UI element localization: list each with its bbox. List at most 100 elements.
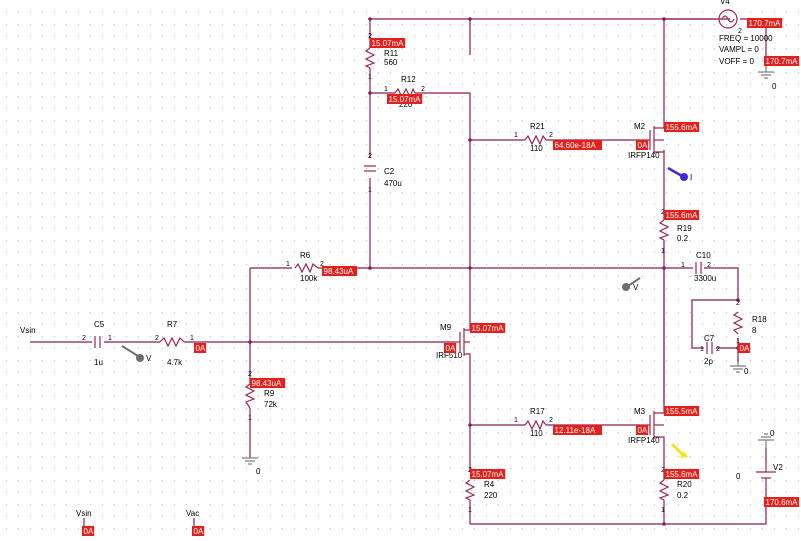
current-tag-box: [470, 323, 506, 333]
pin-number: 2: [736, 300, 740, 307]
probe-voltage-input[interactable]: V: [121, 345, 152, 363]
wire-c10-r18: [704, 267, 739, 300]
resistor-r7: [159, 336, 185, 348]
ground-symbols: [242, 60, 774, 465]
current-tag-box: [250, 378, 286, 388]
m3-name: M3: [634, 407, 646, 416]
pin-number: 2: [661, 209, 665, 216]
r21-value: 110: [530, 144, 543, 153]
current-tag-box: [444, 343, 457, 353]
current-tag-box: [553, 140, 602, 150]
r9-value: 72k: [264, 400, 278, 409]
r20-value: 0.2: [677, 491, 689, 500]
components: [94, 9, 776, 501]
c5-name: C5: [94, 320, 105, 329]
resistor-r12: [394, 87, 416, 99]
current-tag-m2_gate: 0A: [638, 141, 648, 150]
r7-value: 4.7k: [167, 358, 183, 367]
r9-name: R9: [264, 389, 275, 398]
resistor-r4: [464, 479, 476, 501]
resistor-r6: [294, 262, 319, 274]
pin-number: 2: [716, 346, 720, 353]
net-vac-bottom: Vac: [186, 509, 199, 518]
pin-number: 2: [248, 371, 252, 378]
c10-value: 3300u: [694, 274, 716, 283]
pin-number: 1: [384, 86, 388, 93]
r12-name: R12: [401, 75, 416, 84]
resistor-r20: [658, 479, 670, 501]
current-tag-v4_side: 170.7mA: [766, 57, 799, 66]
current-tag-box: [664, 122, 700, 132]
pin-number: 1: [468, 507, 472, 514]
current-tag-r19: 155.6mA: [666, 211, 699, 220]
m2-model: IRFP140: [628, 151, 660, 160]
ground-label-v4: 0: [772, 82, 777, 91]
r4-value: 220: [484, 491, 498, 500]
r7-name: R7: [167, 320, 178, 329]
v4-vampl: VAMPL = 0: [719, 45, 759, 54]
c2-value: 470u: [384, 179, 402, 188]
v4-freq: FREQ = 10000: [719, 34, 773, 43]
current-tag-box: [636, 140, 649, 150]
current-tag-r20: 155.6mA: [666, 470, 699, 479]
pin-number: 1: [368, 74, 372, 81]
r20-name: R20: [677, 480, 692, 489]
resistor-r18: [732, 311, 744, 335]
wire-c7-loop: [691, 299, 738, 349]
resistor-r21: [524, 134, 547, 146]
m9-model: IRF510: [436, 351, 463, 360]
current-tags: 170.7mA170.7mA15.07mA15.07mA155.6mA0A64.…: [82, 18, 800, 536]
c5-value: 1u: [94, 358, 103, 367]
current-tag-box: [664, 406, 700, 416]
current-tag-r11: 15.07mA: [372, 39, 405, 48]
current-tag-box: [470, 469, 506, 479]
probe-yellow-m3[interactable]: [670, 442, 688, 458]
current-tag-r18: 0A: [740, 344, 750, 353]
source-v4: [718, 9, 738, 29]
pin-number: 1: [661, 248, 665, 255]
current-tag-box: [82, 526, 95, 536]
r11-name: R11: [384, 49, 399, 58]
v4-pin: 2: [738, 28, 742, 35]
r12-value: 220: [399, 100, 413, 109]
v4-name: V4: [720, 0, 730, 6]
pin-number: 2: [82, 335, 86, 342]
c2-name: C2: [384, 167, 395, 176]
current-tag-m9_gate: 0A: [446, 344, 456, 353]
ground-label-r9: 0: [256, 467, 261, 476]
current-tag-m3_gate: 0A: [638, 426, 648, 435]
current-tag-r9: 98.43uA: [252, 379, 282, 388]
current-tag-box: [194, 343, 207, 353]
r18-name: R18: [752, 315, 767, 324]
current-tag-r12: 15.07mA: [389, 95, 422, 104]
probe-current-m2[interactable]: I: [667, 166, 692, 182]
r6-name: R6: [300, 251, 311, 260]
current-tag-r21: 64.60e-18A: [555, 141, 597, 150]
current-tag-box: [322, 266, 358, 276]
pin-number: 1: [108, 335, 112, 342]
pin-number: 2: [661, 467, 665, 474]
wire-bottom-rail: [470, 488, 767, 525]
current-tag-vac_bottom: 0A: [194, 527, 204, 536]
current-tag-m9_drain: 15.07mA: [472, 324, 505, 333]
resistor-r11: [364, 47, 376, 69]
pin-number: 2: [549, 132, 553, 139]
current-tag-box: [192, 526, 205, 536]
pin-number: 2: [549, 417, 553, 424]
pin-number: 1: [190, 335, 194, 342]
r19-name: R19: [677, 224, 692, 233]
c7-value: 2p: [704, 357, 713, 366]
junction-dots: [248, 17, 740, 526]
r19-value: 0.2: [677, 234, 689, 243]
pin-number: 1: [700, 346, 704, 353]
pin-number: 2: [368, 153, 372, 160]
current-tag-box: [370, 38, 406, 48]
pin-number: 2: [707, 262, 711, 269]
pin-number: 2: [421, 86, 425, 93]
r4-name: R4: [484, 480, 495, 489]
probe-voltage-feedback[interactable]: V: [622, 277, 641, 292]
v2-value: 0: [736, 472, 741, 481]
